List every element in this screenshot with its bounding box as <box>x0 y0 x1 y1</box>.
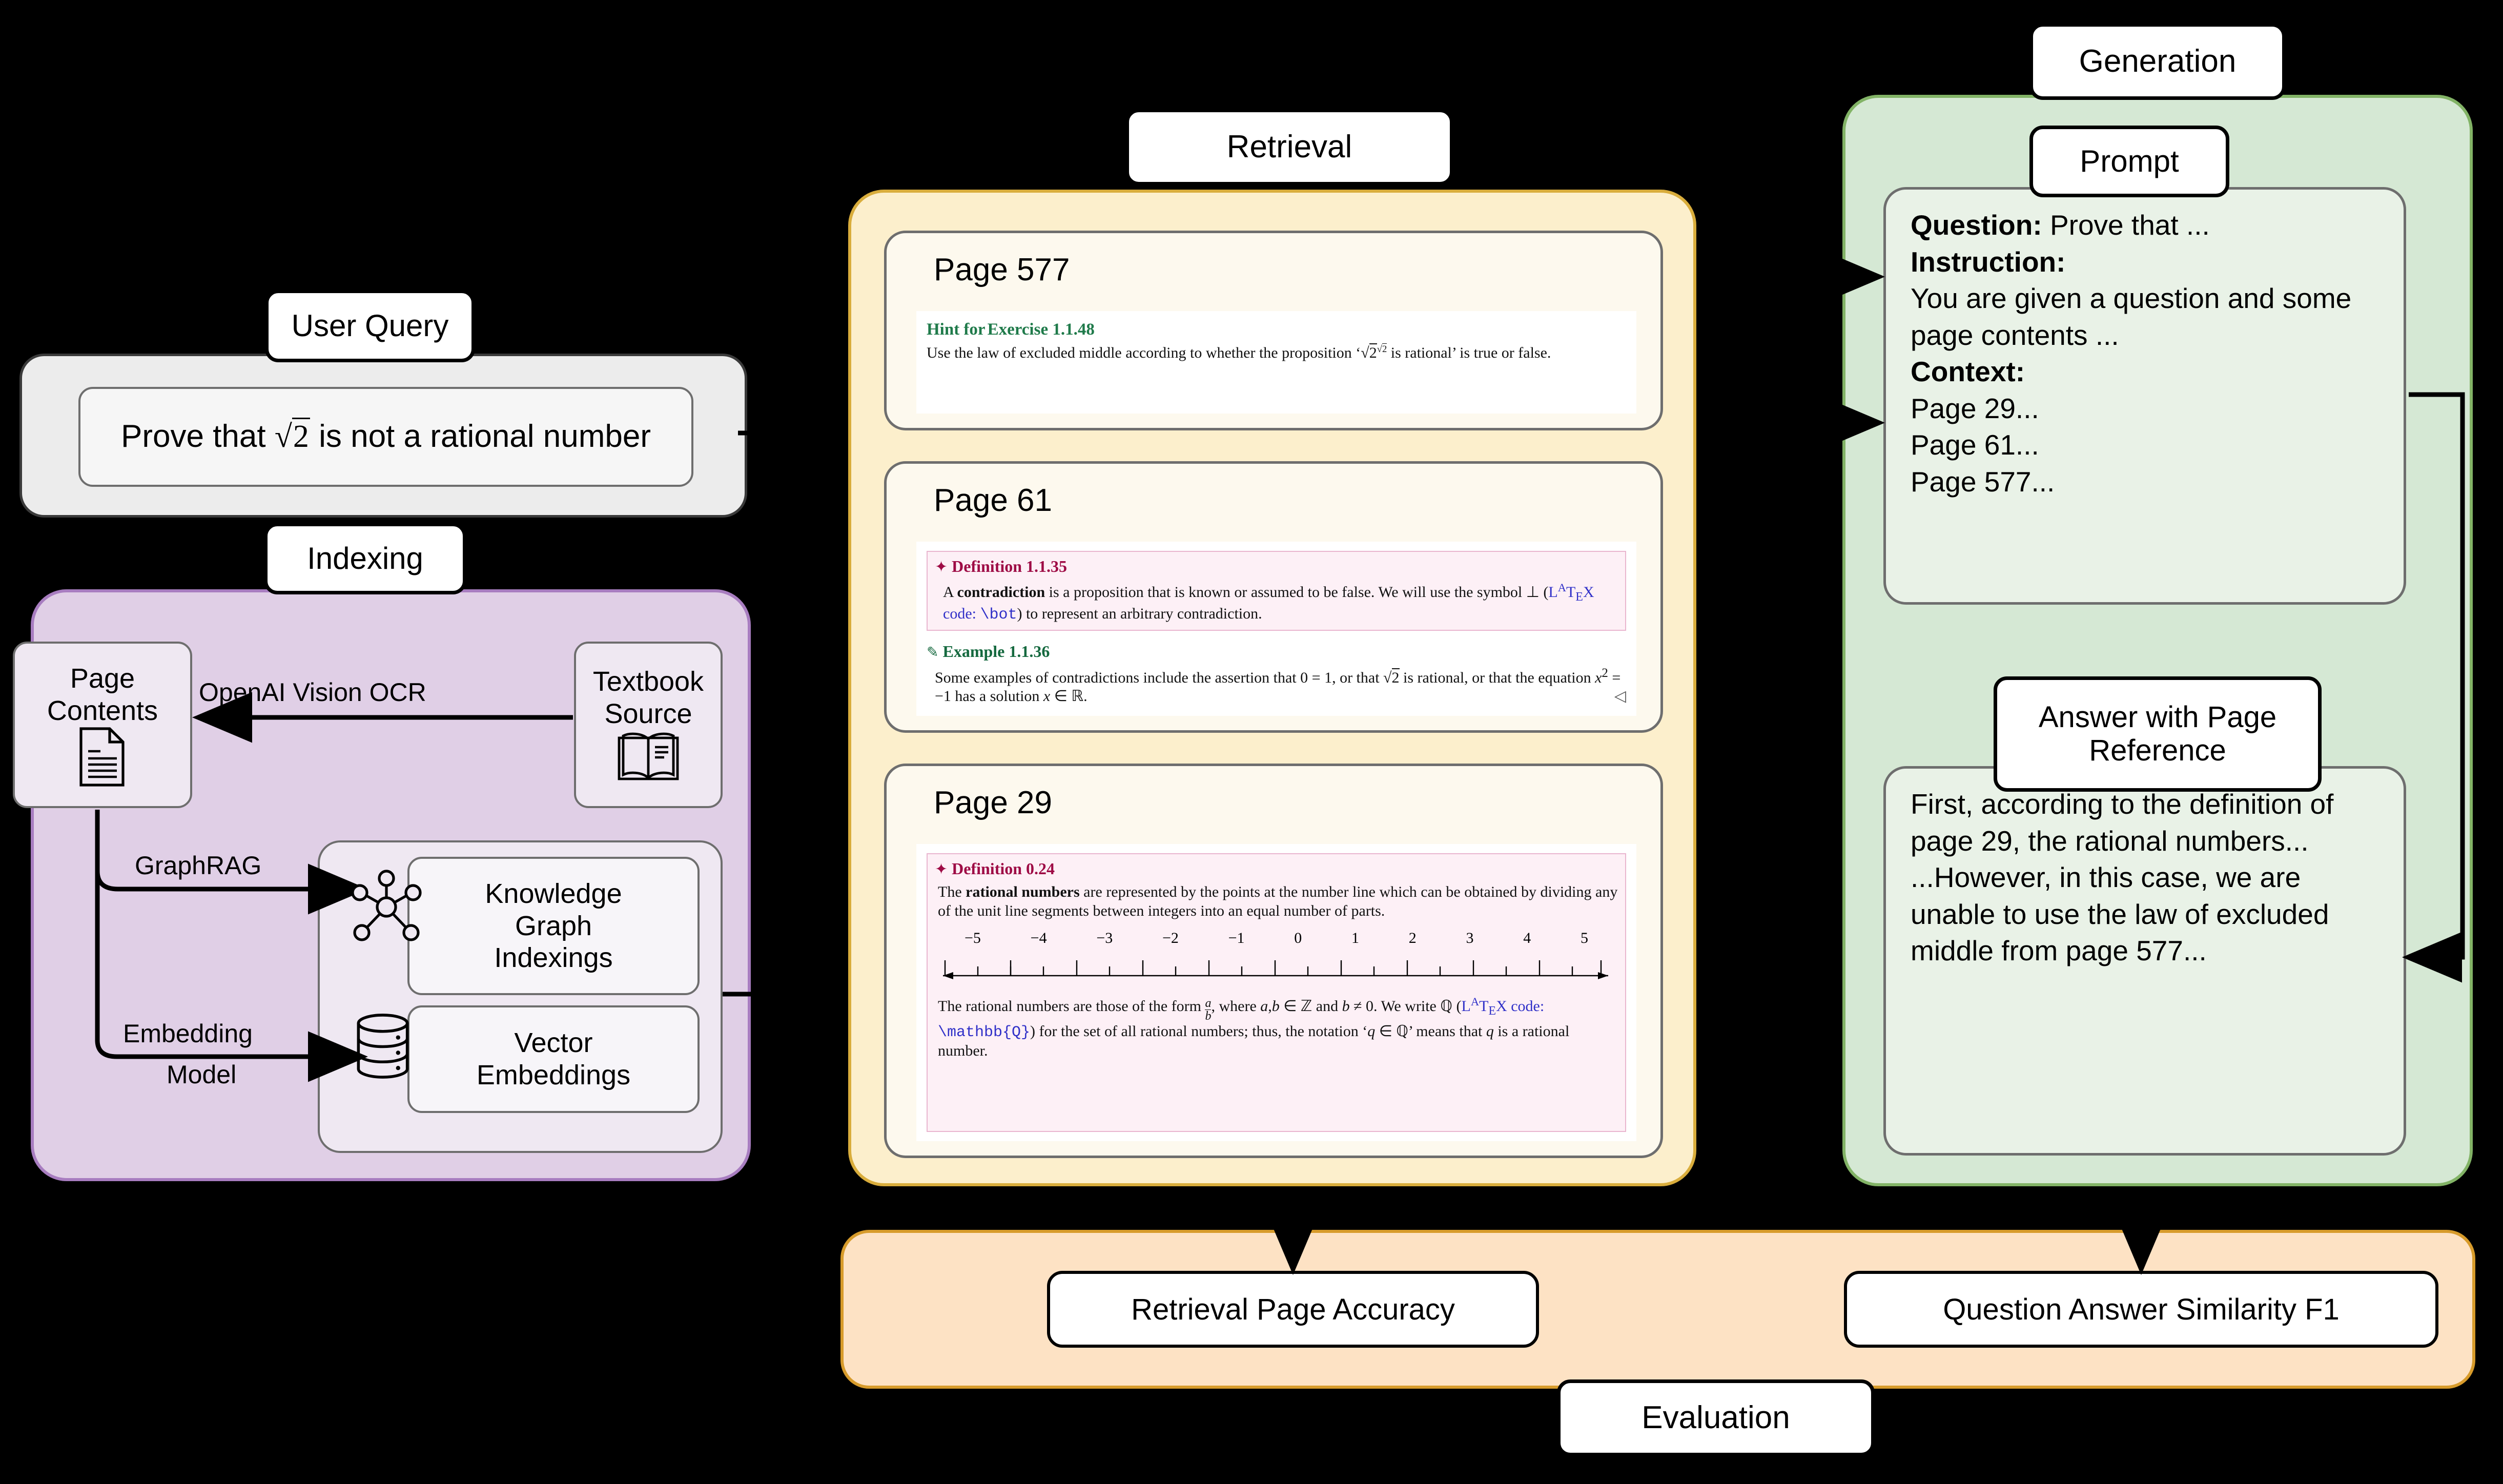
textbook-source-node[interactable]: Textbook Source <box>574 642 723 808</box>
prompt-question-label: Question: <box>1911 209 2042 241</box>
hint-exercise-number: Exercise 1.1.48 <box>987 320 1095 339</box>
definition-block: ✦Definition 1.1.35 A contradiction is a … <box>927 551 1626 631</box>
answer-text: First, according to the definition of pa… <box>1911 786 2385 970</box>
evaluation-tag: Evaluation <box>1557 1379 1875 1456</box>
prompt-context-label: Context: <box>1911 356 2025 387</box>
textbook-label-1: Textbook <box>592 666 704 697</box>
page-29-closing-paragraph: The rational numbers are those of the fo… <box>938 995 1570 1060</box>
prompt-context-item: Page 29... <box>1911 392 2039 424</box>
answer-paragraph-2: ...However, in this case, we are unable … <box>1911 861 2329 966</box>
prompt-box[interactable]: Question: Prove that ... Instruction: Yo… <box>1883 187 2406 605</box>
prompt-tag: Prompt <box>2029 126 2229 197</box>
retrieved-page-card[interactable]: Page 61 ✦Definition 1.1.35 A contradicti… <box>884 461 1663 733</box>
page-577-body: Hint for Exercise 1.1.48 Use the law of … <box>916 311 1636 414</box>
page-contents-node[interactable]: Page Contents <box>13 642 192 808</box>
open-book-icon <box>618 732 679 780</box>
prompt-question-value: Prove that ... <box>2042 209 2210 241</box>
user-query-textbox[interactable]: Prove that √2 is not a rational number <box>78 387 693 487</box>
page-contents-label-1: Page <box>70 663 135 694</box>
metric-retrieval-page-accuracy[interactable]: Retrieval Page Accuracy <box>1047 1271 1539 1348</box>
example-paragraph: Some examples of contradictions include … <box>935 666 1626 705</box>
kg-label-3: Indexings <box>494 942 613 974</box>
prompt-instruction-label: Instruction: <box>1911 245 2066 278</box>
page-577-paragraph: Use the law of excluded middle according… <box>927 343 1551 361</box>
prompt-context-item: Page 577... <box>1911 465 2055 498</box>
prompt-text: Question: Prove that ... Instruction: Yo… <box>1911 207 2385 500</box>
vector-label-2: Embeddings <box>476 1060 631 1090</box>
vector-label-1: Vector <box>514 1027 593 1059</box>
answer-tag-line-2: Reference <box>2089 733 2226 767</box>
metric-question-answer-similarity-f1[interactable]: Question Answer Similarity F1 <box>1844 1271 2438 1348</box>
kg-label-1: Knowledge <box>485 878 622 910</box>
user-query-text: Prove that √2 is not a rational number <box>121 418 651 455</box>
vector-embeddings-node[interactable]: Vector Embeddings <box>407 1005 700 1113</box>
database-icon <box>357 1014 409 1079</box>
answer-tag: Answer with Page Reference <box>1994 676 2322 792</box>
answer-box[interactable]: First, according to the definition of pa… <box>1883 766 2406 1156</box>
page-title: Page 61 <box>934 483 1052 518</box>
definition-heading: Definition 1.1.35 <box>952 557 1068 575</box>
page-61-body: ✦Definition 1.1.35 A contradiction is a … <box>916 542 1636 716</box>
embedding-model-edge-label: Model <box>167 1060 237 1089</box>
pencil-icon: ✎ <box>927 644 939 661</box>
page-29-body: ✦Definition 0.24 The rational numbers ar… <box>916 844 1636 1141</box>
answer-tag-line-1: Answer with Page <box>2038 700 2277 734</box>
prompt-instruction-value: You are given a question and some page c… <box>1911 282 2352 351</box>
definition-block: ✦Definition 0.24 The rational numbers ar… <box>927 853 1626 1132</box>
embedding-edge-label: Embedding <box>123 1019 253 1048</box>
answer-paragraph-1: First, according to the definition of pa… <box>1911 788 2334 857</box>
document-icon <box>79 727 125 787</box>
hint-label: Hint for <box>927 320 986 339</box>
retrieval-tag: Retrieval <box>1125 109 1453 186</box>
example-block: ✎Example 1.1.36 Some examples of contrad… <box>927 642 1626 706</box>
example-heading: Example 1.1.36 <box>942 642 1050 661</box>
prompt-context-item: Page 61... <box>1911 429 2039 461</box>
page-contents-label-2: Contents <box>47 695 158 726</box>
indexing-tag: Indexing <box>264 523 466 594</box>
diamond-icon: ✦ <box>935 861 948 878</box>
definition-heading: Definition 0.24 <box>952 859 1055 878</box>
page-title: Page 577 <box>934 252 1070 287</box>
ocr-edge-label: OpenAI Vision OCR <box>199 678 426 707</box>
knowledge-graph-indexings-node[interactable]: Knowledge Graph Indexings <box>407 857 700 995</box>
kg-label-2: Graph <box>515 910 592 941</box>
knowledge-graph-icon <box>351 870 422 941</box>
textbook-label-2: Source <box>604 698 692 729</box>
user-query-panel: Prove that √2 is not a rational number <box>19 354 747 518</box>
definition-paragraph: A contradiction is a proposition that is… <box>943 581 1594 624</box>
number-line-axis <box>943 960 1608 980</box>
graphrag-edge-label: GraphRAG <box>135 851 262 880</box>
retrieved-page-card[interactable]: Page 29 ✦Definition 0.24 The rational nu… <box>884 764 1663 1158</box>
diamond-icon: ✦ <box>935 559 948 575</box>
generation-tag: Generation <box>2029 23 2286 100</box>
page-title: Page 29 <box>934 785 1052 820</box>
definition-paragraph: The rational numbers are represented by … <box>938 883 1618 919</box>
retrieved-page-card[interactable]: Page 577 Hint for Exercise 1.1.48 Use th… <box>884 231 1663 430</box>
user-query-tag: User Query <box>265 290 475 362</box>
